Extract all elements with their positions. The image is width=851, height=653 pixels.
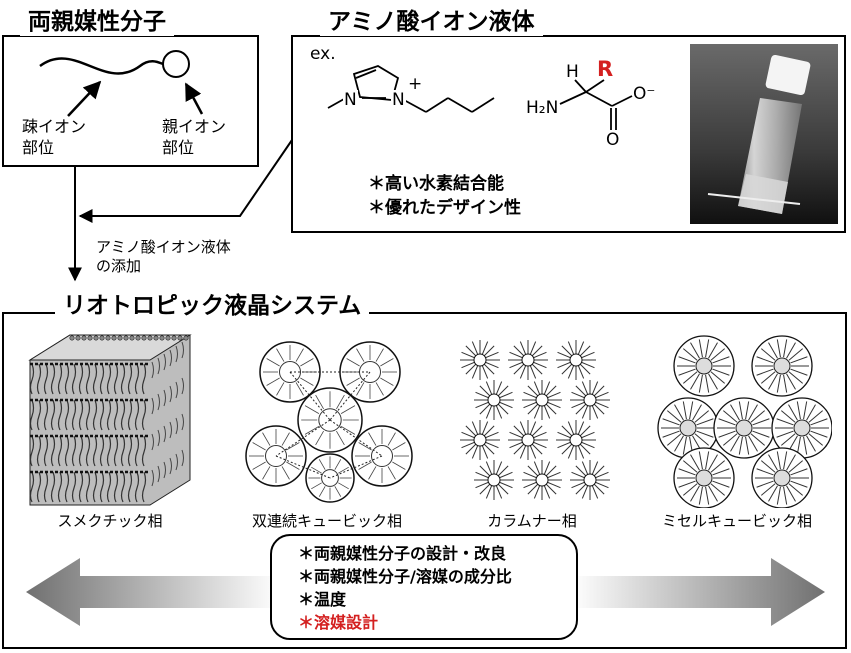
addition-line-1: アミノ酸イオン液体 bbox=[96, 238, 231, 256]
cation-n2: N bbox=[391, 90, 406, 110]
factor-ratio: ＊両親媒性分子/溶媒の成分比 bbox=[298, 567, 512, 586]
vial-photo bbox=[690, 44, 838, 224]
amphiphile-title: 両親媒性分子 bbox=[20, 8, 174, 36]
phase-label-smectic: スメクチック相 bbox=[57, 512, 163, 530]
right-gradient-arrow bbox=[572, 558, 825, 626]
phase-label-bicontinuous: 双連続キュービック相 bbox=[251, 512, 402, 530]
factor-design: ＊両親媒性分子の設計・改良 bbox=[298, 544, 507, 563]
phase-label-micellar: ミセルキュービック相 bbox=[661, 512, 812, 530]
addition-line-2: の添加 bbox=[96, 257, 142, 275]
anion-r: R bbox=[597, 57, 614, 81]
addition-label: アミノ酸イオン液体 の添加 bbox=[96, 238, 231, 276]
lyotropic-box bbox=[2, 312, 847, 649]
factors-box: ＊両親媒性分子の設計・改良 ＊両親媒性分子/溶媒の成分比 ＊温度 ＊溶媒設計 bbox=[270, 534, 578, 640]
smectic-illustration bbox=[28, 334, 192, 506]
columnar-illustration bbox=[460, 340, 610, 500]
hydrophilic-label-2: 部位 bbox=[162, 138, 195, 157]
cation-n1: N bbox=[343, 90, 358, 110]
ionic-liquid-box bbox=[291, 35, 846, 233]
bicontinuous-illustration bbox=[245, 341, 413, 503]
hydrophilic-label-1: 親イオン bbox=[162, 117, 227, 136]
cation-plus: + bbox=[408, 74, 423, 94]
amino-acid-anion bbox=[559, 79, 633, 130]
feature-hydrogen-bond: ＊高い水素結合能 bbox=[368, 174, 504, 194]
hydrophilic-label: 親イオン 部位 bbox=[162, 116, 226, 158]
head-pointer bbox=[184, 82, 204, 115]
imidazolium-cation bbox=[327, 65, 495, 113]
hydrophobic-tail bbox=[39, 57, 164, 75]
ionic-liquid-title: アミノ酸イオン液体 bbox=[320, 8, 543, 36]
hydrophobic-label-1: 疎イオン bbox=[22, 117, 87, 136]
amphiphile-box bbox=[2, 35, 259, 167]
anion-h: H bbox=[566, 62, 579, 82]
anion-o-bottom: O bbox=[606, 130, 620, 150]
anion-h2n: H₂N bbox=[526, 98, 559, 118]
ex-label: ex. bbox=[310, 44, 336, 64]
factor-temperature: ＊温度 bbox=[298, 590, 347, 609]
left-gradient-arrow bbox=[26, 558, 280, 626]
feature-design: ＊優れたデザイン性 bbox=[368, 198, 521, 218]
factor-solvent: ＊溶媒設計 bbox=[298, 613, 379, 632]
micellar-illustration bbox=[657, 335, 832, 508]
lyotropic-title: リオトロピック液晶システム bbox=[55, 292, 370, 320]
ionic-liquid-features: ＊高い水素結合能 ＊優れたデザイン性 bbox=[368, 172, 521, 220]
tail-pointer bbox=[67, 80, 102, 117]
phase-label-columnar: カラムナー相 bbox=[487, 512, 577, 530]
hydrophobic-label: 疎イオン 部位 bbox=[22, 116, 86, 158]
hydrophobic-label-2: 部位 bbox=[22, 138, 55, 157]
hydrophilic-head bbox=[162, 50, 190, 78]
addition-connector bbox=[78, 139, 293, 223]
anion-o-top: O⁻ bbox=[633, 84, 656, 104]
